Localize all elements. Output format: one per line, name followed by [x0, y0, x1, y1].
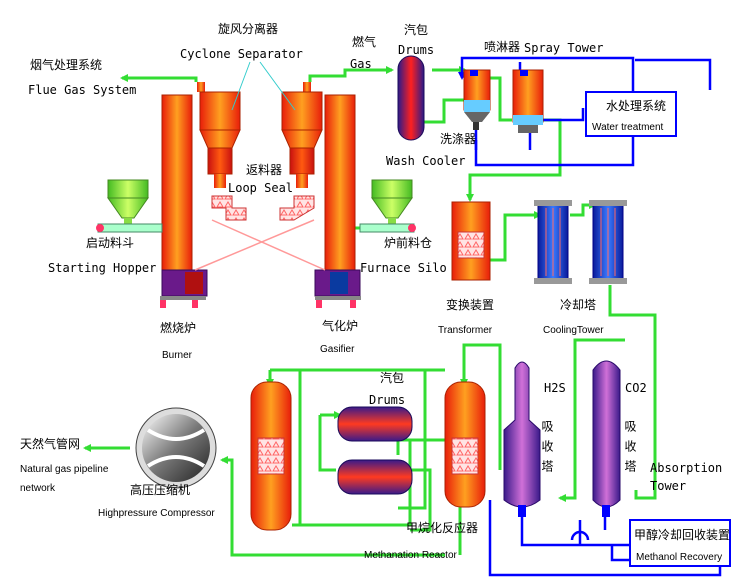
- ng-cn-label: 天然气管网: [20, 436, 80, 451]
- methanol-en-label: Methanol Recovery: [636, 552, 722, 563]
- flue-cn-label: 烟气处理系统: [30, 57, 102, 72]
- co2-cn-label: 吸收塔: [623, 420, 637, 480]
- wash-cn-label: 洗涤器: [440, 132, 476, 146]
- drum-bottom-lower: [337, 459, 413, 495]
- cooling-tower-1: [534, 200, 572, 284]
- ng-en2-label: network: [20, 483, 56, 494]
- loop-seal: [194, 195, 326, 271]
- co2-label: CO2: [625, 381, 647, 395]
- gas-en-label: Gas: [350, 57, 372, 71]
- meth-cn-label: 甲烷化反应器: [406, 520, 478, 535]
- drum-top: [397, 55, 425, 141]
- loop-cn-label: 返料器: [246, 163, 282, 177]
- spray-tower: [512, 69, 544, 133]
- starting-hopper: [96, 179, 163, 233]
- water-lines: [458, 56, 722, 577]
- drum-bottom-cn-label: 汽包: [380, 370, 404, 385]
- loop-en-label: Loop Seal: [228, 181, 293, 195]
- furnace-silo: [359, 179, 416, 233]
- silo-cn-label: 炉前料仓: [384, 235, 432, 250]
- methanol-cn-label: 甲醇冷却回收装置: [634, 527, 730, 542]
- gasifier-riser: [314, 94, 361, 308]
- absorption-line2: Tower: [650, 479, 686, 493]
- cooling-cn-label: 冷却塔: [560, 298, 596, 312]
- comp-cn-label: 高压压缩机: [130, 482, 190, 497]
- spray-en-label: Spray Tower: [524, 41, 603, 55]
- cyclone-en-label: Cyclone Separator: [180, 47, 303, 61]
- methanol-recovery-box: [629, 519, 731, 567]
- start-en-label: Starting Hopper: [48, 261, 156, 275]
- flue-en-label: Flue Gas System: [28, 83, 136, 97]
- cooling-en-label: CoolingTower: [543, 325, 604, 336]
- drum-top-cn-label: 汽包: [404, 22, 428, 37]
- comp-en-label: Highpressure Compressor: [98, 508, 215, 519]
- silo-en-label: Furnace Silo: [360, 261, 447, 275]
- h2s-cn-label: 吸收塔: [540, 420, 554, 480]
- cyclone-callouts: [231, 61, 296, 111]
- ng-en1-label: Natural gas pipeline: [20, 464, 109, 475]
- h2s-absorber: [503, 361, 541, 517]
- gasifier-en-label: Gasifier: [320, 344, 355, 355]
- methanation-reactor-left: [250, 381, 292, 531]
- burner-en-label: Burner: [162, 350, 193, 361]
- transformer-en-label: Transformer: [438, 325, 493, 336]
- cyclone-left: [197, 82, 241, 188]
- wash-cooler: [463, 69, 491, 130]
- water-en-label: Water treatment: [592, 122, 664, 133]
- water-cn-label: 水处理系统: [606, 99, 666, 113]
- transformer-cn-label: 变换装置: [446, 297, 494, 312]
- meth-en-label: Methanation Reactor: [364, 550, 458, 561]
- absorption-line1: Absorption: [650, 461, 722, 475]
- co2-absorber: [592, 360, 621, 517]
- cyclone-cn-label: 旋风分离器: [218, 21, 278, 36]
- gasifier-cn-label: 气化炉: [322, 318, 358, 333]
- drum-bottom-en-label: Drums: [369, 393, 405, 407]
- compressor: [135, 407, 217, 489]
- burner-cn-label: 燃烧炉: [160, 320, 196, 335]
- absorption-en-label: Absorption Tower: [650, 461, 729, 493]
- wash-en-label: Wash Cooler: [386, 154, 465, 168]
- drum-top-en-label: Drums: [398, 43, 434, 57]
- h2s-label: H2S: [544, 381, 566, 395]
- water-treatment-box: [585, 91, 677, 137]
- transformer: [451, 201, 491, 281]
- gas-cn-label: 燃气: [352, 34, 376, 49]
- spray-cn-label: 喷淋器: [484, 40, 520, 54]
- cyclone-right: [281, 82, 323, 188]
- start-cn-label: 启动料斗: [86, 236, 134, 250]
- burner-riser: [160, 94, 208, 308]
- drum-bottom-upper: [337, 406, 413, 442]
- methanation-reactor-right: [444, 381, 486, 508]
- cooling-tower-2: [589, 200, 627, 284]
